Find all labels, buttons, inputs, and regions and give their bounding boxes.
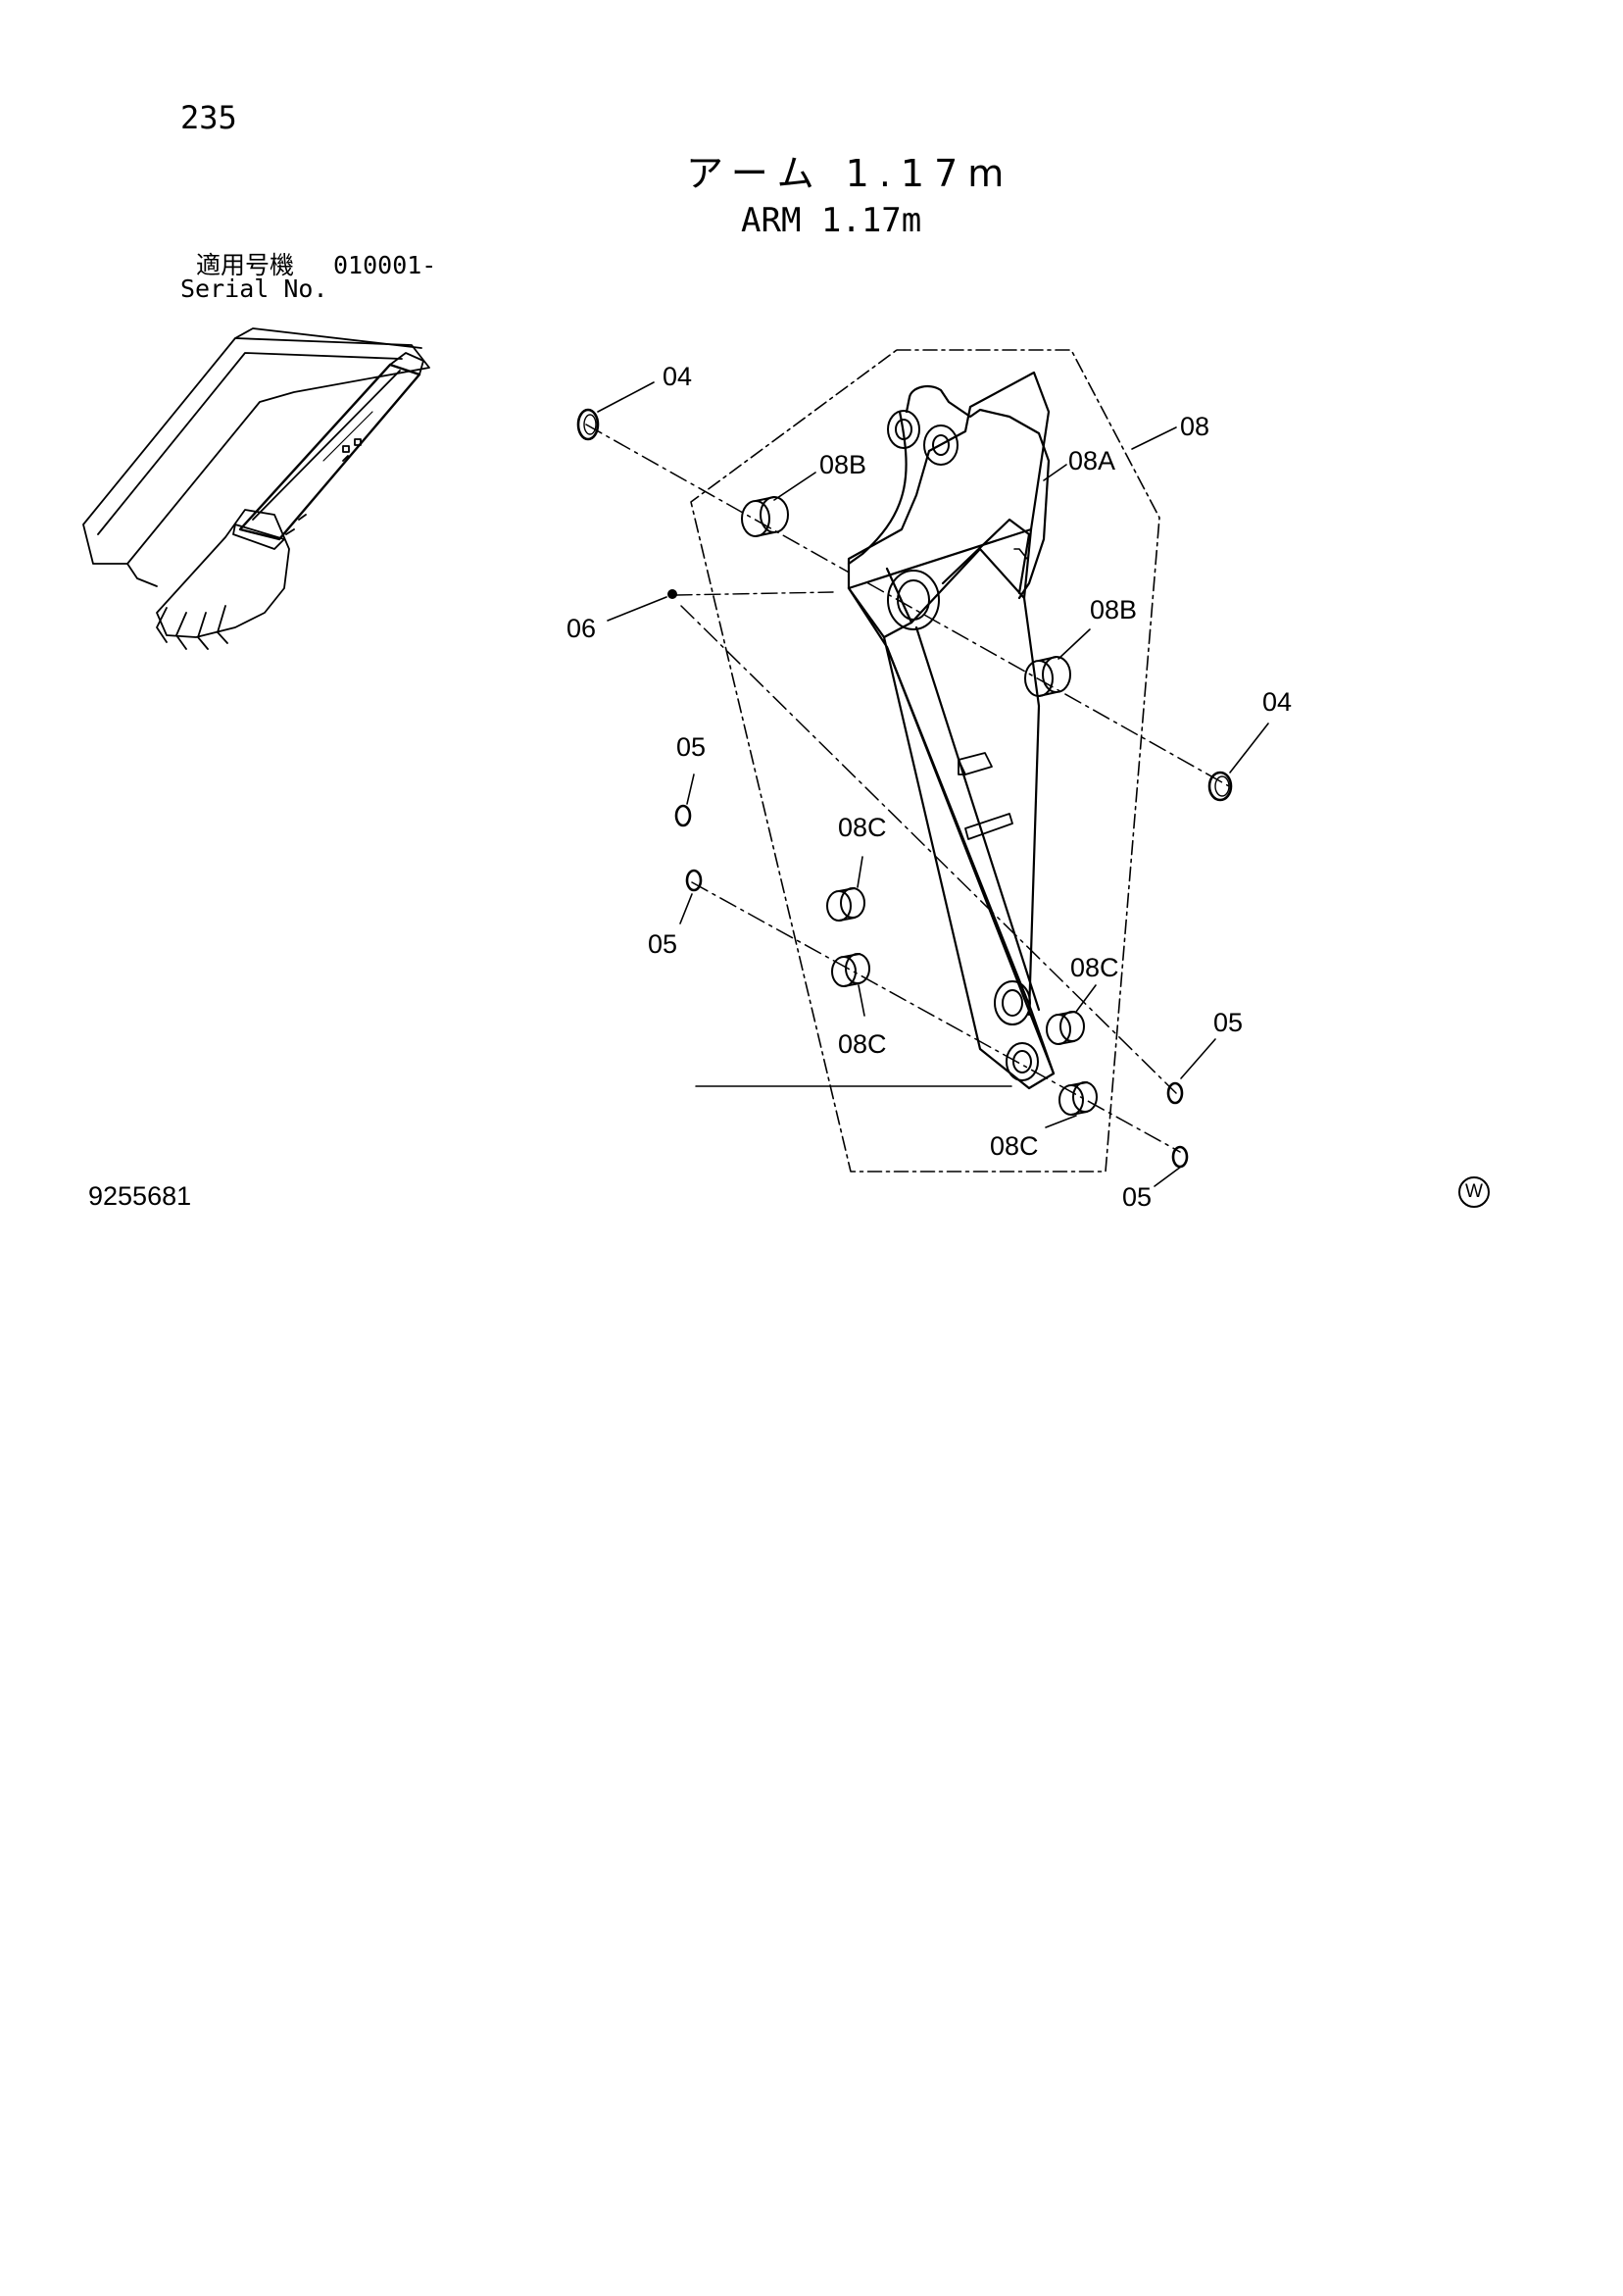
centre-lines [585, 424, 1230, 1153]
serial-number-value: 010001- [333, 251, 437, 279]
label-part-05-left-bottom: 05 [648, 929, 677, 959]
bushing-08C-left-bottom [831, 953, 870, 987]
label-part-08C-left-bottom: 08C [838, 1029, 887, 1059]
grease-fitting-06 [667, 589, 834, 599]
serial-label-english: Serial No. [180, 275, 328, 303]
label-part-04-right: 04 [1262, 687, 1292, 717]
bushing-08B-top [741, 496, 789, 537]
page-number: 235 [180, 99, 237, 136]
drawing-number: 9255681 [88, 1181, 192, 1211]
seal-05-left-bottom [685, 869, 703, 892]
arm-08A [847, 371, 1056, 1090]
bushing-08B-right [1024, 656, 1071, 697]
label-part-08: 08 [1180, 412, 1209, 441]
seal-04-top [576, 408, 600, 441]
seal-05-right-top [1166, 1081, 1184, 1105]
label-part-08A: 08A [1068, 446, 1115, 475]
page-title-japanese: アーム 1.17m [686, 152, 1014, 195]
label-part-04-top: 04 [663, 362, 692, 391]
label-part-05-right-top: 05 [1213, 1008, 1243, 1037]
label-part-05-right-bottom: 05 [1122, 1182, 1152, 1212]
leader-lines [597, 381, 1269, 1187]
seal-05-right-bottom [1171, 1145, 1189, 1169]
label-part-08B-right: 08B [1090, 595, 1137, 624]
arm-bosses [887, 410, 1039, 1081]
label-part-08B-top: 08B [819, 450, 866, 479]
seal-05-left-top [674, 804, 692, 827]
bushing-08C-left-top [826, 887, 865, 922]
arm-lugs [958, 752, 1013, 840]
label-part-08C-left-top: 08C [838, 813, 887, 842]
label-part-08C-right-top: 08C [1070, 953, 1119, 982]
serial-label-japanese: 適用号機 [196, 251, 295, 279]
label-part-05-left-top: 05 [676, 732, 706, 762]
circled-w-mark: W [1458, 1176, 1490, 1208]
label-part-06: 06 [566, 614, 596, 643]
assembly-outline [690, 349, 1160, 1173]
label-part-08C-right-bottom: 08C [990, 1131, 1039, 1161]
bushing-08C-right-bottom [1058, 1081, 1098, 1116]
page-title-english: ARM 1.17m [741, 201, 922, 240]
seal-04-right [1207, 771, 1233, 802]
excavator-location-thumbnail [82, 327, 430, 650]
bushing-08C-right-top [1046, 1011, 1085, 1045]
